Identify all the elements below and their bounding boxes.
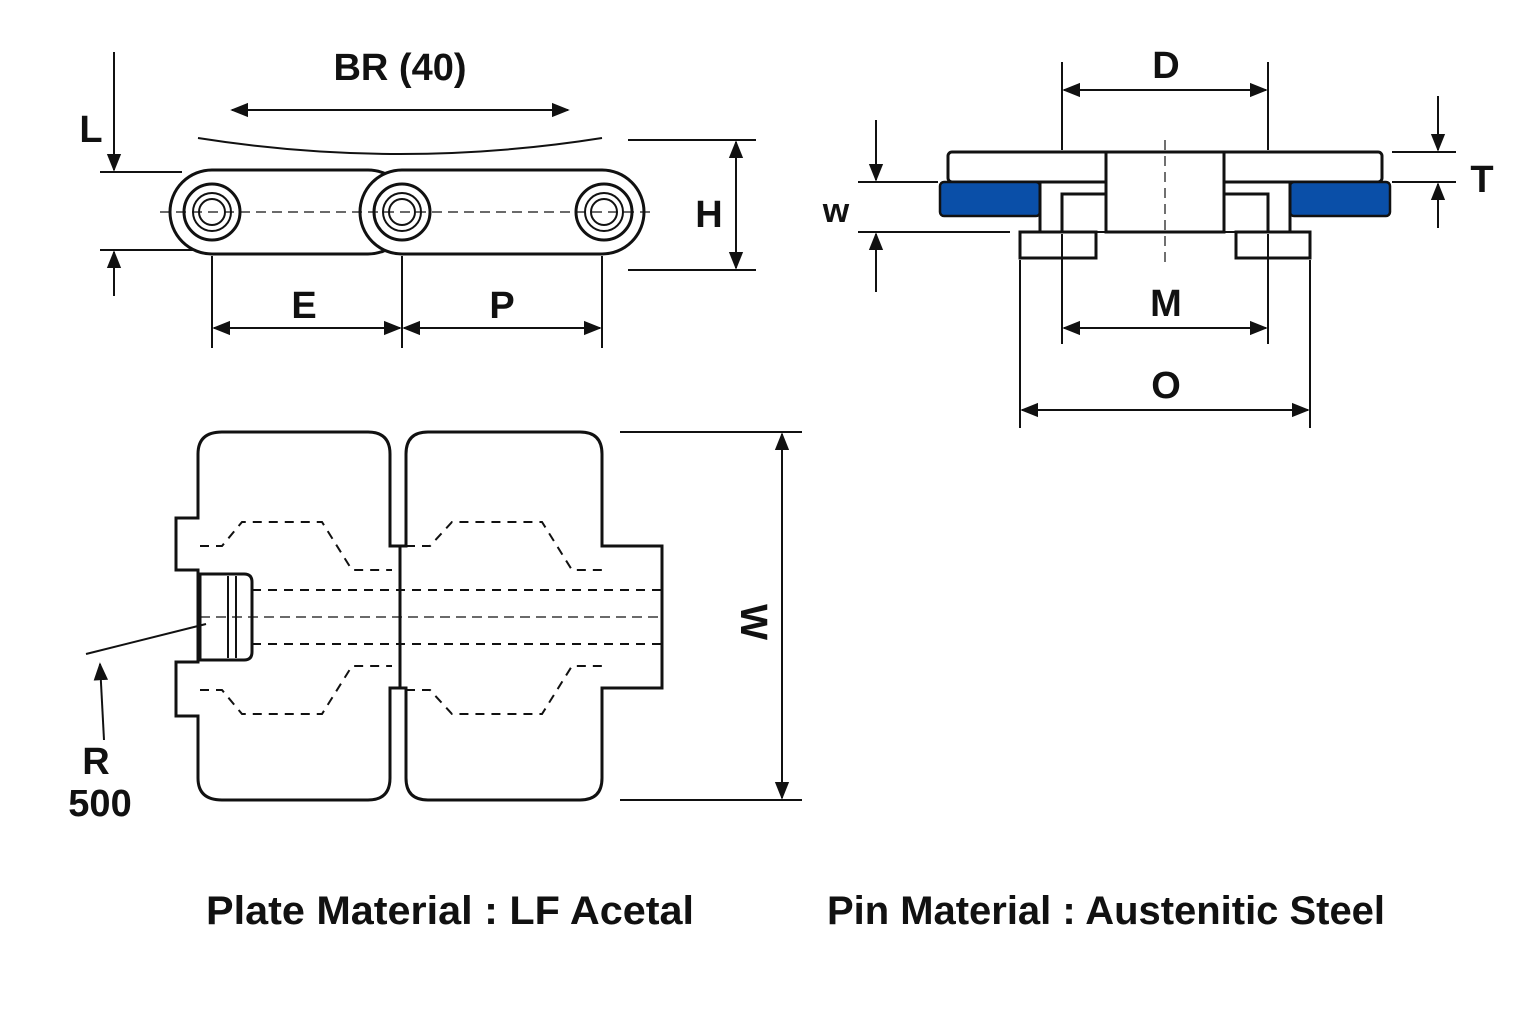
wear-strip-right xyxy=(1288,180,1392,218)
plan-view: W R 500 xyxy=(68,430,802,825)
h-label: H xyxy=(695,194,722,236)
w-small-label: w xyxy=(822,192,850,230)
p-label: P xyxy=(489,285,514,327)
r-value: 500 xyxy=(68,783,131,825)
o-label: O xyxy=(1151,365,1181,407)
e-label: E xyxy=(291,285,316,327)
pin-material-text: Pin Material : Austenitic Steel xyxy=(827,889,1385,933)
guide-leg-left xyxy=(1038,180,1108,234)
bottom-tab-right xyxy=(1234,230,1312,260)
plate-right xyxy=(398,430,664,802)
r-arrow xyxy=(93,662,109,741)
w-big-label: W xyxy=(732,604,774,640)
plate-material-text: Plate Material : LF Acetal xyxy=(206,889,694,933)
br-label: BR (40) xyxy=(333,47,466,89)
plate-left xyxy=(174,430,462,802)
hidden-contour-upper-right xyxy=(406,521,602,571)
l-label: L xyxy=(79,109,102,151)
hidden-contour-upper-left xyxy=(200,521,392,571)
d-label: D xyxy=(1152,45,1179,87)
hidden-contour-lower-right xyxy=(406,665,602,715)
t-label: T xyxy=(1470,159,1493,201)
end-view: D T w M O xyxy=(822,45,1494,428)
m-label: M xyxy=(1150,283,1182,325)
side-view: BR (40) L H E P xyxy=(79,47,756,348)
bottom-tab-left xyxy=(1018,230,1098,260)
bend-radius-arc xyxy=(197,137,603,155)
guide-leg-right xyxy=(1222,180,1292,234)
wear-strip-left xyxy=(938,180,1042,218)
r-leader-line xyxy=(85,623,207,655)
r-label: R xyxy=(82,741,109,783)
hidden-contour-lower-left xyxy=(200,665,392,715)
